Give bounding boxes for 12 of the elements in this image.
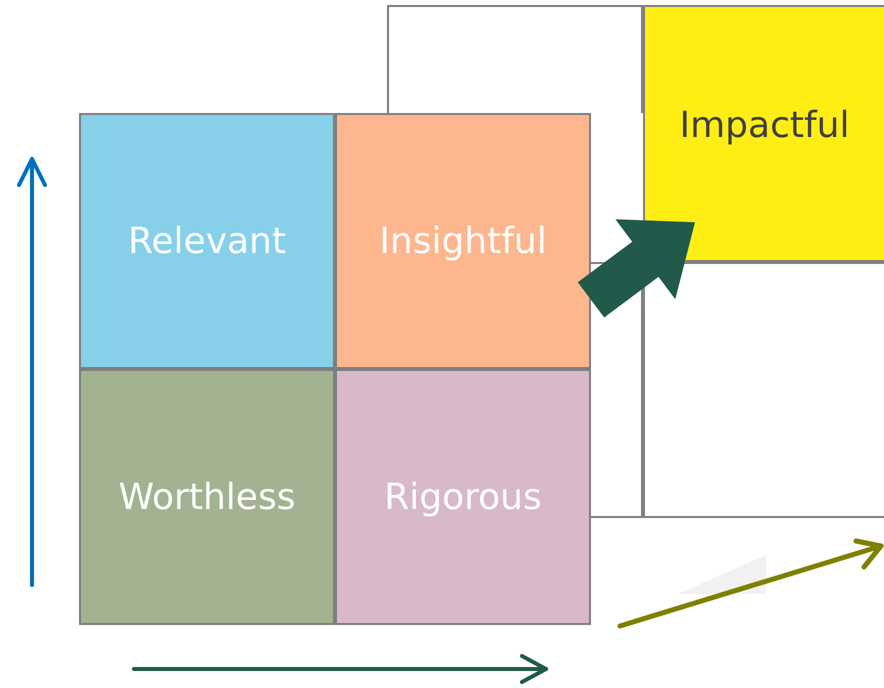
cell-label: Rigorous — [384, 476, 542, 520]
cell-label: Worthless — [118, 476, 296, 520]
cell-label: Relevant — [128, 220, 286, 264]
empty-box — [387, 5, 643, 113]
quadrant-cell — [79, 113, 335, 369]
quadrant-cell — [79, 369, 335, 625]
cell-label: Insightful — [379, 220, 547, 264]
quadrant-cell — [335, 113, 591, 369]
block-arrow — [578, 219, 695, 318]
cell-label: Impactful — [680, 104, 850, 148]
quadrant-cell — [643, 5, 884, 262]
quadrant-cell — [335, 369, 591, 625]
